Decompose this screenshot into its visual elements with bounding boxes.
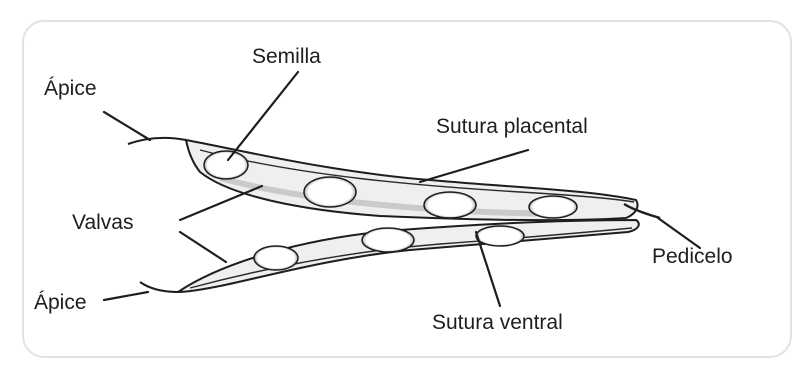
- lower-pod-body: [178, 220, 639, 292]
- seed: [304, 177, 356, 207]
- seed: [254, 246, 298, 270]
- leader-placental-suture: [420, 150, 528, 182]
- seed: [362, 228, 414, 252]
- label-pedicel: Pedicelo: [652, 246, 733, 267]
- seed: [424, 192, 476, 218]
- upper-pod-apex-tip: [128, 138, 186, 144]
- label-ventral-suture: Sutura ventral: [432, 312, 563, 333]
- label-placental-suture: Sutura placental: [436, 116, 588, 137]
- leader-apex-top: [104, 112, 150, 140]
- seed: [529, 196, 577, 218]
- label-valves: Valvas: [72, 212, 133, 233]
- leader-seed: [228, 72, 298, 160]
- leader-pedicel: [658, 218, 700, 248]
- label-apex-top: Ápice: [44, 78, 97, 99]
- label-apex-bottom: Ápice: [34, 292, 87, 313]
- seed: [204, 151, 248, 179]
- leader-apex-bottom: [104, 292, 148, 300]
- seed: [476, 226, 524, 246]
- leader-valves-lower: [180, 232, 226, 262]
- label-seed: Semilla: [252, 46, 321, 67]
- lower-pod-apex-tip: [140, 282, 178, 292]
- leader-valves-upper: [180, 186, 262, 220]
